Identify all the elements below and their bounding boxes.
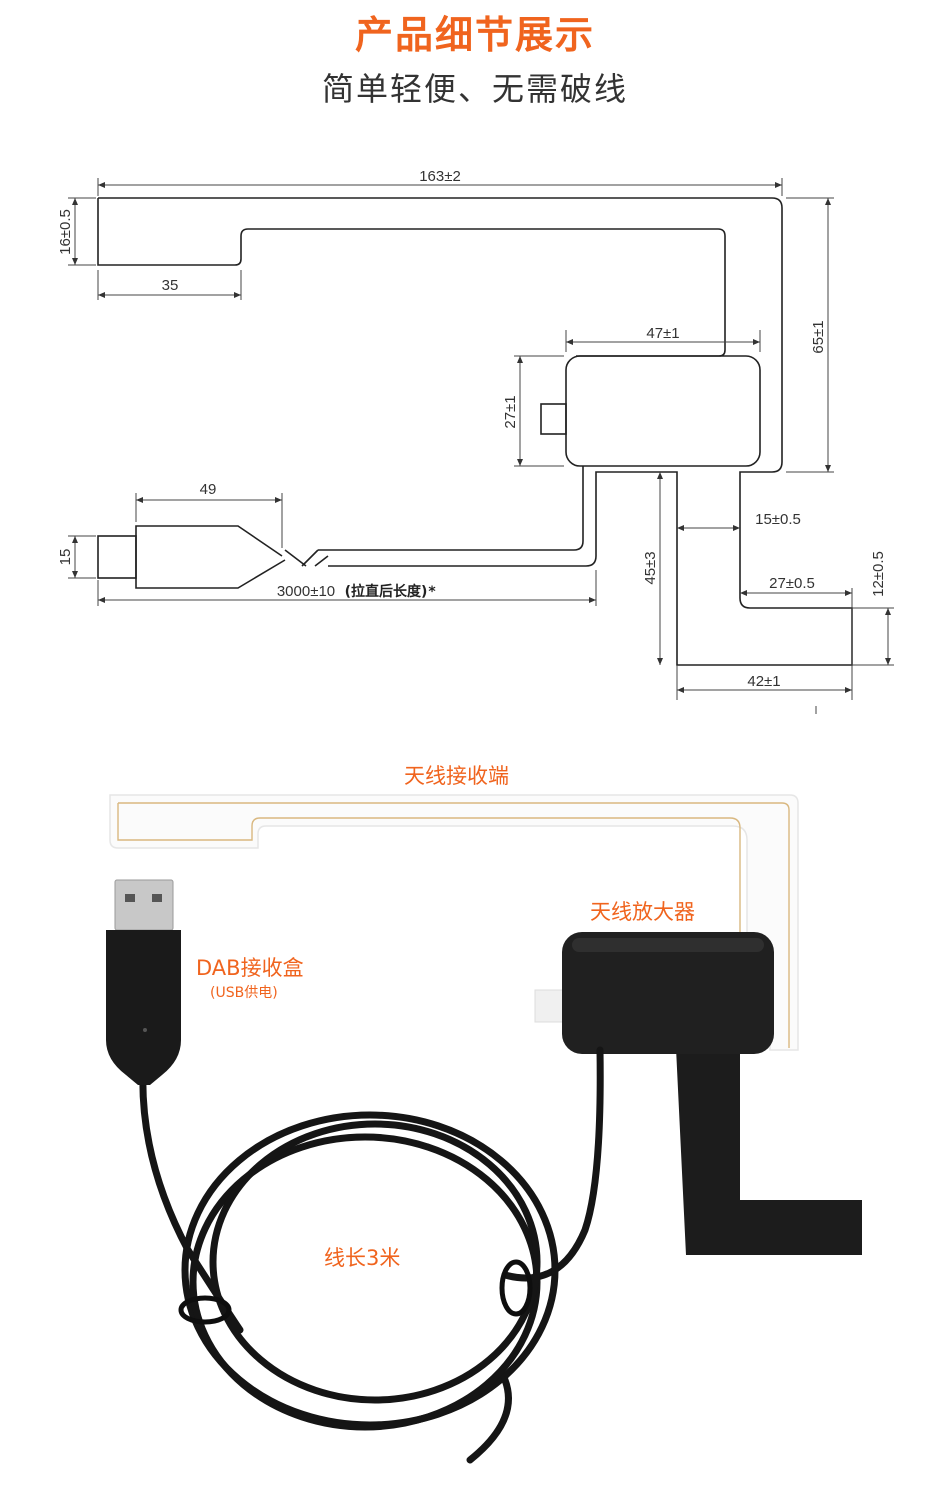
dim-cable-mark: * — [428, 584, 436, 600]
antenna-outline — [98, 197, 853, 666]
antenna-tail — [676, 1048, 862, 1255]
page-subtitle: 简单轻便、无需破线 — [321, 70, 628, 108]
dim-cable-length: 3000±10 — [277, 583, 335, 600]
dim-strip-left: 35 — [162, 277, 179, 294]
label-amplifier: 天线放大器 — [590, 900, 695, 924]
label-cable-length: 线长3米 — [324, 1246, 401, 1270]
dim-tail-width: 42±1 — [747, 673, 780, 690]
label-dab-power: (USB供电) — [210, 985, 278, 1001]
dim-width-total: 163±2 — [419, 168, 461, 185]
dim-total-height: 65±1 — [810, 320, 827, 353]
usb-connector — [114, 879, 174, 931]
amplifier-box — [562, 932, 774, 1054]
label-receiver-end: 天线接收端 — [404, 764, 509, 788]
usb-body — [106, 930, 181, 1085]
dim-plug-height: 15 — [57, 549, 74, 566]
dim-tail-inner: 27±0.5 — [769, 575, 815, 592]
dim-strip-height: 16±0.5 — [57, 209, 74, 255]
dim-tail-height: 45±3 — [642, 551, 659, 584]
antenna-film — [109, 794, 799, 1051]
dimension-drawing: 163±2 35 16±0.5 47±1 27±1 65±1 49 15 300… — [57, 168, 894, 714]
dim-cable-note: (拉直后长度) — [345, 583, 428, 600]
dim-tail-thickness: 12±0.5 — [870, 551, 887, 597]
dim-plug-length: 49 — [200, 481, 217, 498]
dim-tail-offset: 15±0.5 — [755, 511, 801, 528]
label-dab-box: DAB接收盒 — [196, 956, 304, 980]
page-title: 产品细节展示 — [354, 13, 595, 57]
dim-box-width: 47±1 — [646, 325, 679, 342]
dim-box-height: 27±1 — [502, 395, 519, 428]
